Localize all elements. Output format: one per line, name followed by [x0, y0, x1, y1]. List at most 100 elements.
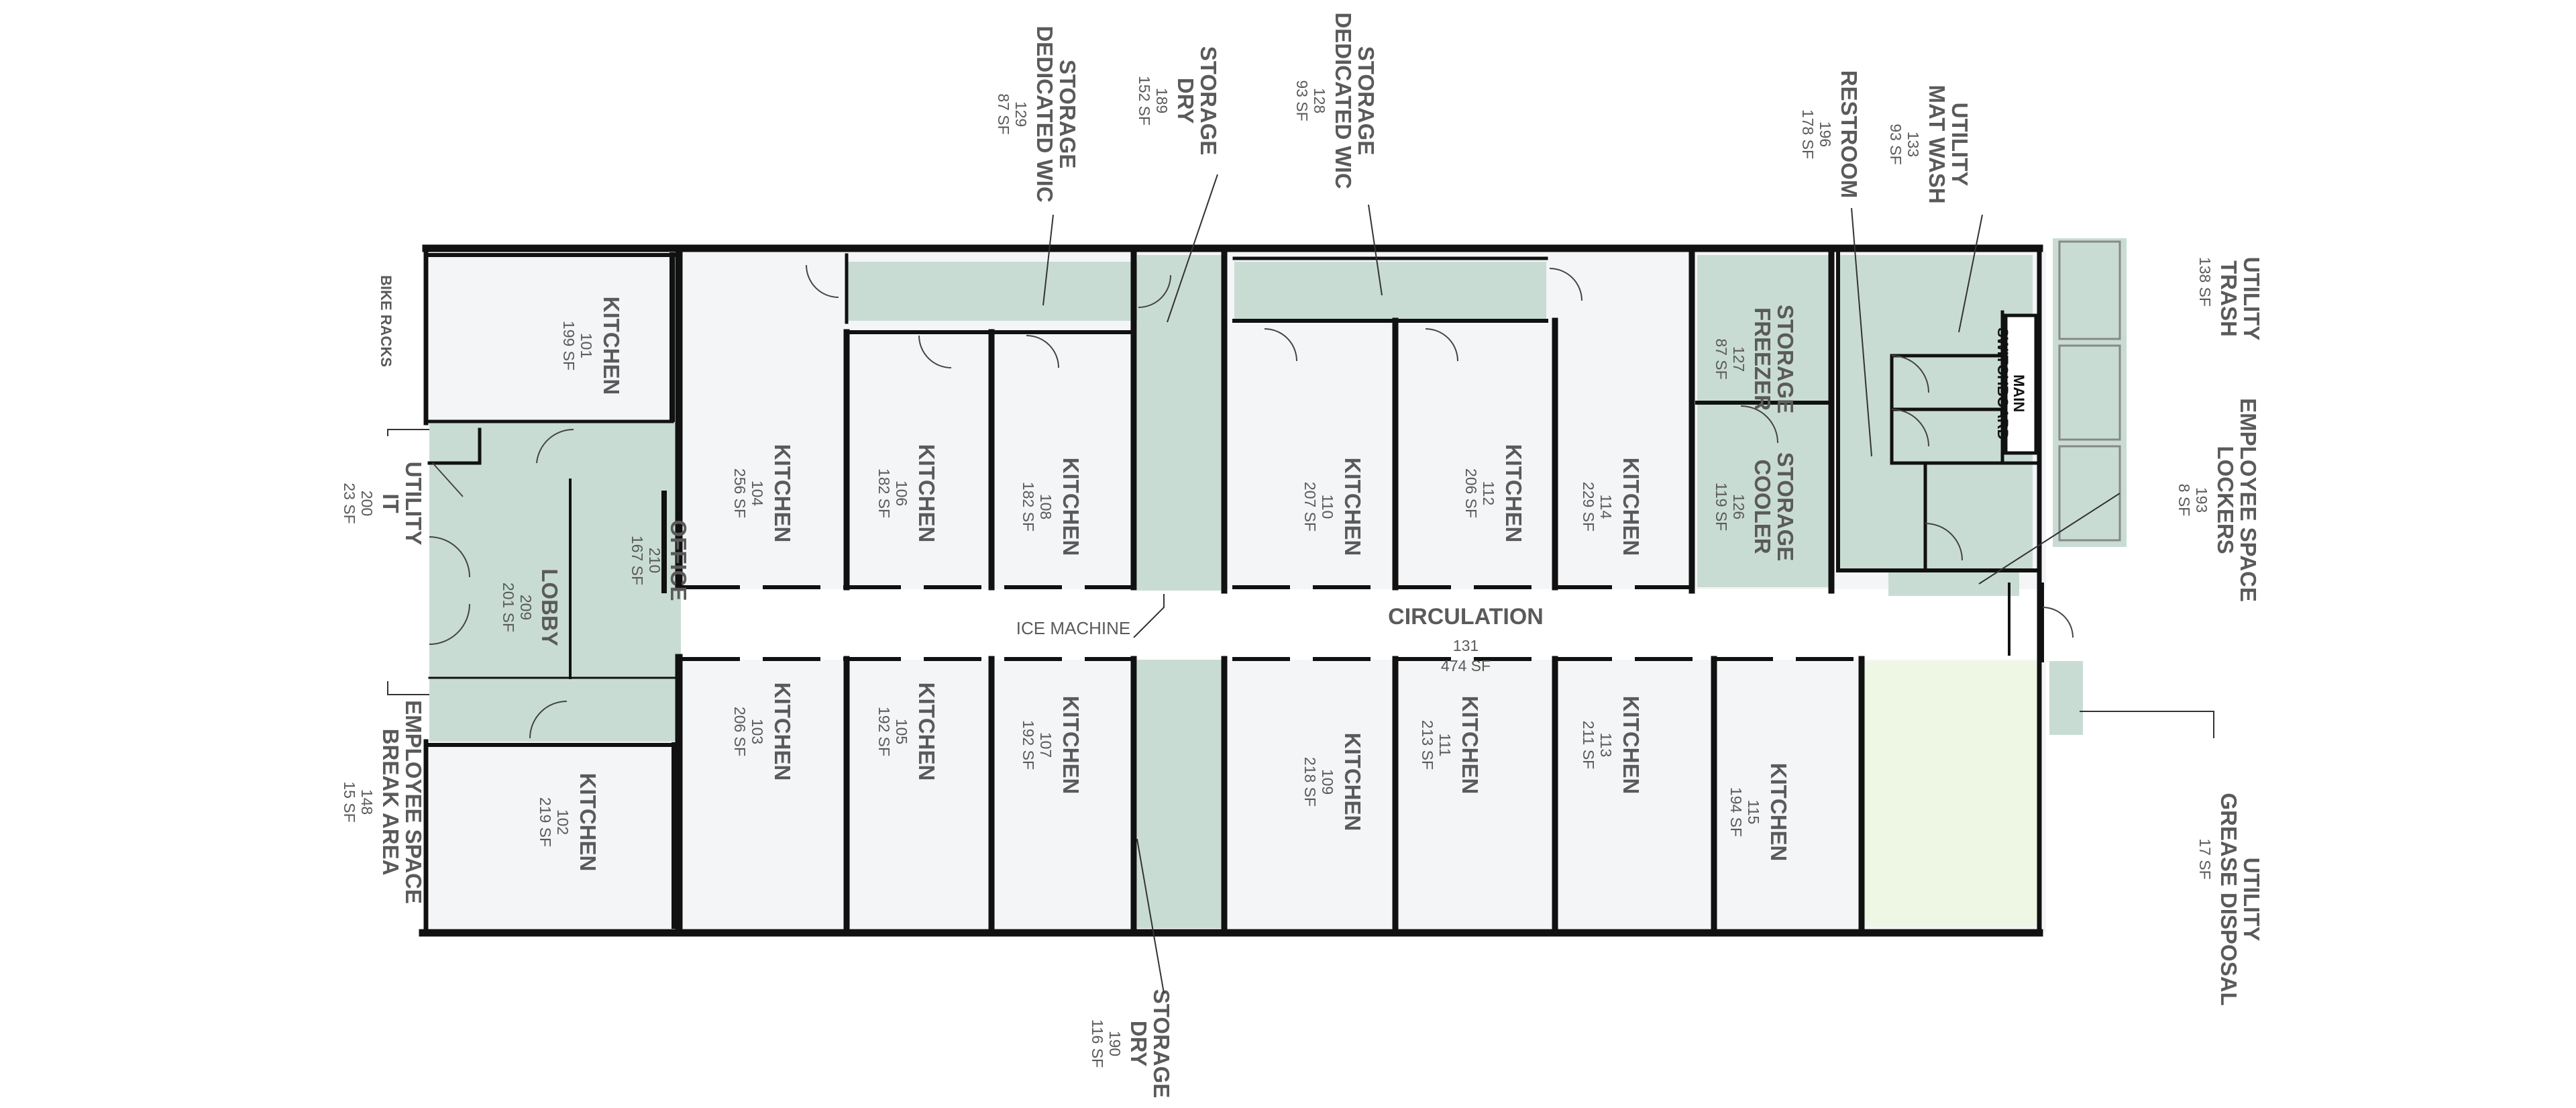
room-104-label: KITCHEN 104 256 SF — [731, 444, 795, 543]
svg-text:210: 210 — [646, 548, 663, 573]
svg-text:182 SF: 182 SF — [875, 468, 893, 518]
svg-text:87 SF: 87 SF — [995, 93, 1012, 134]
svg-text:127: 127 — [1730, 346, 1748, 372]
room-111-label: KITCHEN 111 213 SF — [1419, 696, 1483, 795]
walls — [419, 244, 2044, 937]
svg-text:93 SF: 93 SF — [1887, 123, 1904, 164]
svg-text:DRY: DRY — [1126, 1021, 1151, 1066]
svg-text:IT: IT — [378, 493, 403, 513]
circulation-area: 474 SF — [1441, 657, 1491, 674]
room-107-label: KITCHEN 107 192 SF — [1020, 696, 1083, 795]
svg-text:COOLER: COOLER — [1750, 459, 1775, 554]
room-trash-label: UTILITY TRASH 138 SF — [2196, 257, 2264, 341]
svg-text:STORAGE: STORAGE — [1196, 46, 1221, 156]
svg-text:LOBBY: LOBBY — [537, 568, 562, 646]
room-labels: KITCHEN 101 199 SF KITCHEN 102 219 SF KI… — [341, 12, 2264, 1098]
svg-text:102: 102 — [554, 809, 572, 835]
svg-text:199 SF: 199 SF — [560, 321, 578, 370]
room-115-label: KITCHEN 115 194 SF — [1727, 763, 1791, 862]
svg-text:201 SF: 201 SF — [500, 583, 517, 632]
room-105-label: KITCHEN 105 192 SF — [875, 683, 939, 781]
svg-text:200: 200 — [358, 491, 376, 516]
svg-text:STORAGE: STORAGE — [1354, 46, 1379, 156]
svg-text:229 SF: 229 SF — [1580, 482, 1597, 532]
svg-text:KITCHEN: KITCHEN — [1619, 696, 1644, 795]
room-108-label: KITCHEN 108 182 SF — [1020, 458, 1083, 556]
svg-text:DEDICATED WIC: DEDICATED WIC — [1032, 26, 1057, 202]
svg-text:KITCHEN: KITCHEN — [1059, 458, 1083, 556]
svg-text:109: 109 — [1319, 769, 1336, 795]
svg-text:KITCHEN: KITCHEN — [599, 297, 624, 395]
svg-text:103: 103 — [749, 719, 766, 744]
svg-text:KITCHEN: KITCHEN — [576, 773, 600, 872]
svg-text:178 SF: 178 SF — [1799, 109, 1817, 159]
svg-text:192 SF: 192 SF — [1020, 720, 1037, 770]
svg-text:87 SF: 87 SF — [1713, 338, 1730, 379]
svg-text:148: 148 — [358, 789, 376, 815]
svg-text:TRASH: TRASH — [2216, 260, 2241, 337]
room-209-label: LOBBY 209 201 SF — [500, 568, 562, 646]
switchboard-label: MAIN SWITCHBOARD — [1994, 328, 2027, 440]
svg-text:101: 101 — [578, 333, 595, 358]
svg-text:KITCHEN: KITCHEN — [1340, 733, 1365, 832]
room-133-label: UTILITY MAT WASH 133 93 SF — [1887, 85, 1972, 203]
svg-text:129: 129 — [1012, 101, 1030, 127]
room-109-label: KITCHEN 109 218 SF — [1301, 733, 1365, 832]
svg-text:15 SF: 15 SF — [341, 781, 358, 822]
svg-text:EMPLOYEE SPACE: EMPLOYEE SPACE — [401, 700, 426, 904]
room-128-label: STORAGE DEDICATED WIC 128 93 SF — [1293, 12, 1379, 189]
room-grease-label: UTILITY GREASE DISPOSAL 17 SF — [2196, 793, 2264, 1005]
svg-text:KITCHEN: KITCHEN — [914, 444, 939, 543]
svg-text:106: 106 — [893, 481, 910, 506]
svg-text:218 SF: 218 SF — [1301, 757, 1319, 807]
svg-text:KITCHEN: KITCHEN — [914, 683, 939, 781]
svg-text:112: 112 — [1480, 481, 1497, 506]
svg-text:219 SF: 219 SF — [537, 797, 554, 847]
svg-text:196: 196 — [1817, 121, 1834, 147]
svg-text:256 SF: 256 SF — [731, 468, 749, 518]
bike-racks-label: BIKE RACKS — [378, 275, 394, 367]
svg-text:206 SF: 206 SF — [1462, 468, 1480, 518]
ice-machine-label: ICE MACHINE — [1016, 618, 1130, 638]
svg-text:BIKE RACKS: BIKE RACKS — [378, 275, 394, 367]
svg-text:KITCHEN: KITCHEN — [1458, 696, 1483, 795]
svg-text:FREEZER: FREEZER — [1750, 307, 1775, 411]
room-106-label: KITCHEN 106 182 SF — [875, 444, 939, 543]
room-189-label: STORAGE DRY 189 152 SF — [1136, 46, 1221, 156]
svg-text:8 SF: 8 SF — [2176, 484, 2193, 517]
svg-text:DRY: DRY — [1173, 78, 1198, 123]
room-127-label: STORAGE FREEZER 127 87 SF — [1713, 305, 1798, 414]
svg-text:SWITCHBOARD: SWITCHBOARD — [1994, 328, 2011, 440]
room-193-label: EMPLOYEE SPACE LOCKERS 193 8 SF — [2176, 398, 2261, 602]
svg-text:138 SF: 138 SF — [2196, 257, 2214, 307]
room-113-label: KITCHEN 113 211 SF — [1580, 696, 1644, 795]
svg-text:194 SF: 194 SF — [1727, 787, 1745, 837]
svg-text:UTILITY: UTILITY — [401, 462, 426, 546]
svg-text:KITCHEN: KITCHEN — [770, 683, 795, 781]
svg-text:23 SF: 23 SF — [341, 483, 358, 523]
room-102-label: KITCHEN 102 219 SF — [537, 773, 600, 872]
svg-text:211 SF: 211 SF — [1580, 721, 1597, 769]
svg-text:104: 104 — [749, 481, 766, 507]
svg-text:116 SF: 116 SF — [1089, 1019, 1106, 1068]
door-swings — [429, 264, 2074, 739]
svg-text:119 SF: 119 SF — [1713, 483, 1730, 531]
svg-text:UTILITY: UTILITY — [2239, 858, 2264, 942]
svg-text:115: 115 — [1745, 800, 1762, 825]
room-103-label: KITCHEN 103 206 SF — [731, 683, 795, 781]
svg-text:190: 190 — [1106, 1031, 1124, 1056]
exterior-fixtures — [2058, 240, 2121, 542]
svg-text:114: 114 — [1597, 495, 1615, 519]
svg-text:189: 189 — [1153, 88, 1171, 113]
svg-text:KITCHEN: KITCHEN — [1766, 763, 1791, 862]
svg-text:213 SF: 213 SF — [1419, 720, 1436, 770]
room-126-label: STORAGE COOLER 126 119 SF — [1713, 452, 1798, 562]
leader-lines — [387, 174, 2214, 994]
room-114-label: KITCHEN 114 229 SF — [1580, 458, 1644, 556]
svg-text:STORAGE: STORAGE — [1773, 305, 1798, 414]
svg-text:110: 110 — [1319, 495, 1336, 519]
svg-text:152 SF: 152 SF — [1136, 76, 1153, 125]
svg-text:206 SF: 206 SF — [731, 707, 749, 756]
svg-text:KITCHEN: KITCHEN — [1619, 458, 1644, 556]
svg-text:128: 128 — [1311, 88, 1328, 113]
